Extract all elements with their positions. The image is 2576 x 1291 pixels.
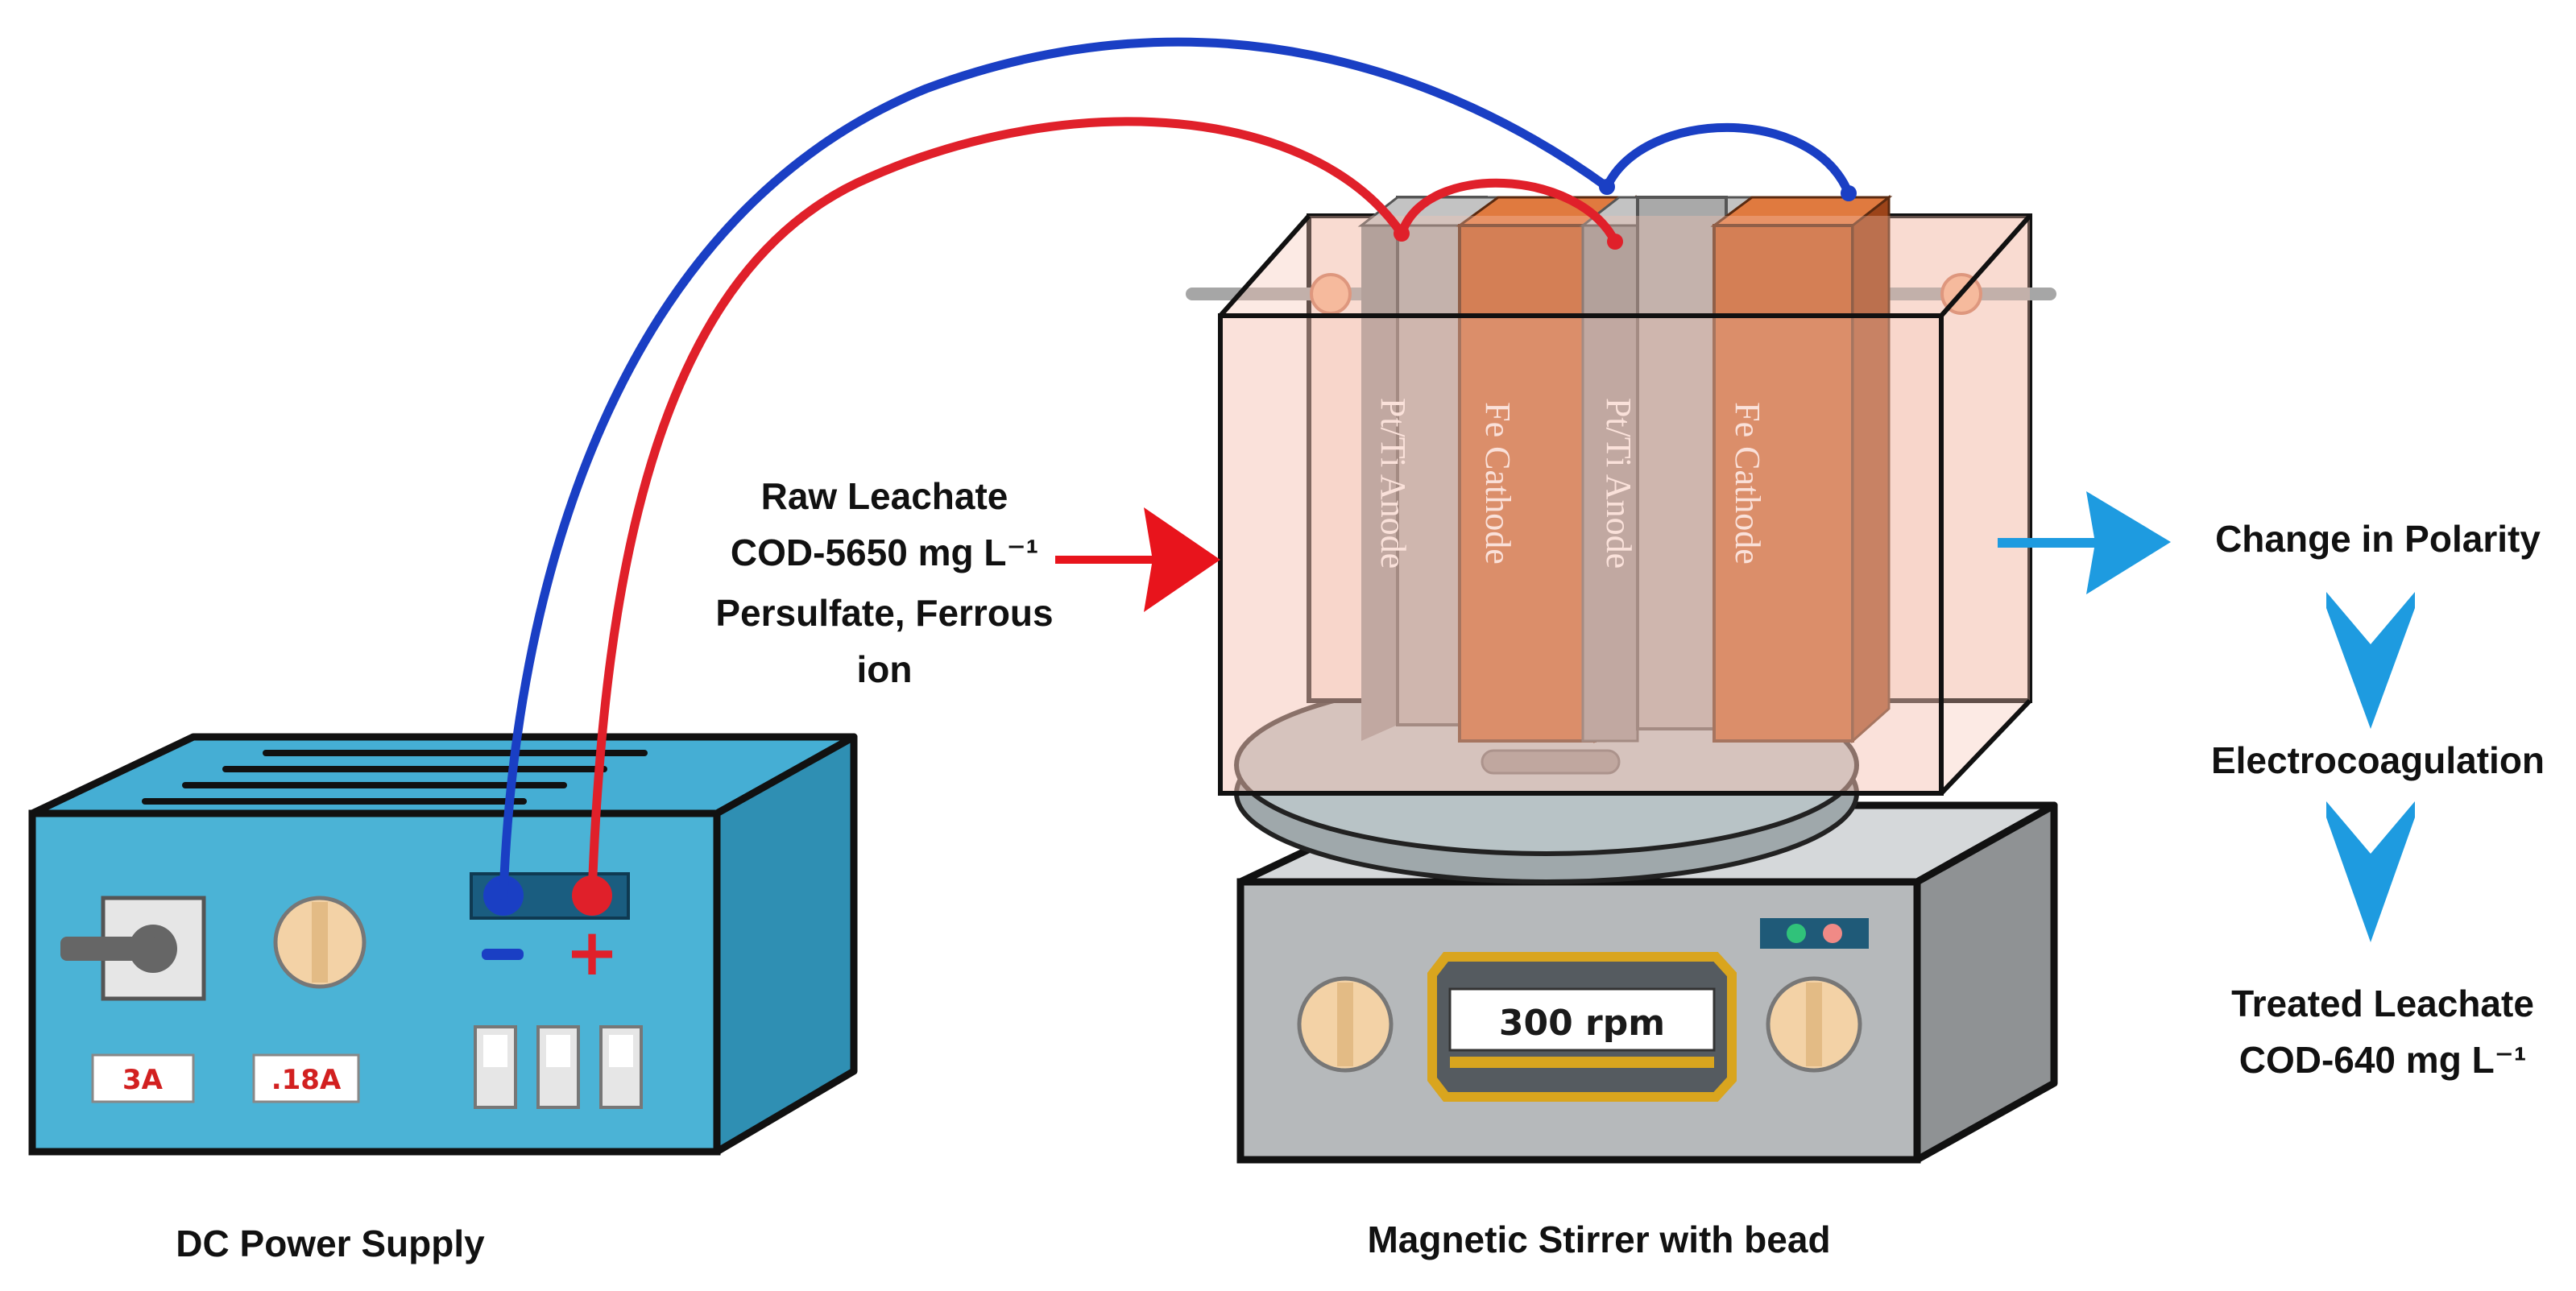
- red-indicator-light: [1823, 924, 1842, 943]
- stirrer-knob-left[interactable]: [1297, 976, 1394, 1073]
- stir-bead: [1481, 749, 1621, 775]
- stirrer-knob-right[interactable]: [1766, 976, 1862, 1073]
- indicator-panel: [1760, 918, 1869, 949]
- cell-bottom-edge-right: [1939, 698, 2032, 796]
- process-arrow-2-notch: [2326, 801, 2415, 854]
- meter-2-reading: .18A: [271, 1064, 342, 1096]
- rpm-display-strip: [1450, 1057, 1714, 1068]
- stirrer-caption: Magnetic Stirrer with bead: [1367, 1219, 1830, 1260]
- dc-power-supply: + 3A .18A: [28, 733, 858, 1156]
- meter-1-badge: [91, 1053, 195, 1103]
- anode-1-connector: [1394, 226, 1410, 242]
- inlet-label-line-1: Raw Leachate: [761, 475, 1008, 517]
- inlet-label-line-2: COD-5650 mg L⁻¹: [731, 532, 1038, 573]
- cell-top-edge-left: [1218, 214, 1311, 317]
- power-supply-caption: DC Power Supply: [176, 1223, 485, 1264]
- cathode-2-connector: [1841, 185, 1857, 201]
- process-step-3-line-1: Treated Leachate: [2231, 983, 2534, 1024]
- meter-1-reading: 3A: [122, 1064, 164, 1096]
- inlet-label-line-4: ion: [857, 648, 913, 690]
- process-arrow-1: [2326, 592, 2415, 729]
- rpm-display-screen: [1448, 987, 1716, 1052]
- electrode-cathode-2: Fe Cathode: [1710, 194, 1893, 744]
- meter-2-badge: [252, 1053, 360, 1103]
- anode-2-connector: [1607, 234, 1623, 250]
- process-step-3-line-2: COD-640 mg L⁻¹: [2239, 1039, 2527, 1081]
- negative-sign: [482, 949, 524, 960]
- electrode-anode-2: Pt/Ti Anode: [1579, 196, 1760, 743]
- cathode-bridge-wire: [1602, 122, 1853, 198]
- electrode-anode-2-label: Pt/Ti Anode: [1599, 398, 1638, 569]
- power-switch[interactable]: [60, 896, 206, 1001]
- electrode-cathode-2-label: Fe Cathode: [1728, 402, 1767, 565]
- cathode-1-connector: [1599, 179, 1615, 195]
- process-arrow-1-notch: [2326, 592, 2415, 644]
- inlet-label-line-3: Persulfate, Ferrous: [715, 592, 1053, 634]
- inlet-arrow: [1055, 507, 1220, 612]
- green-indicator-light: [1787, 924, 1806, 943]
- process-step-2: Electrocoagulation: [2211, 739, 2545, 781]
- cell-front-wall: [1220, 216, 2030, 793]
- power-supply-side: [713, 733, 858, 1156]
- vent-lines: [142, 750, 648, 805]
- power-knob[interactable]: [273, 896, 367, 989]
- electrode-cathode-1-label: Fe Cathode: [1478, 402, 1518, 565]
- rpm-display-value: 300 rpm: [1499, 1003, 1665, 1044]
- electrode-anode-1-label: Pt/Ti Anode: [1373, 398, 1413, 569]
- process-step-1: Change in Polarity: [2215, 518, 2541, 560]
- wires: [499, 37, 1857, 900]
- cell-front-face: [1218, 313, 1944, 796]
- negative-wire: [499, 37, 1612, 900]
- positive-wire: [587, 117, 1406, 900]
- anode-bridge-wire: [1397, 178, 1620, 246]
- positive-sign: +: [565, 915, 619, 990]
- outlet-arrow: [1998, 491, 2171, 594]
- electrochemical-cell: Pt/Ti Anode Fe Cathode Pt/Ti Anode Fe Ca…: [1186, 194, 2056, 796]
- cell-top-edge-right: [1939, 214, 2032, 317]
- process-arrow-2: [2326, 801, 2415, 942]
